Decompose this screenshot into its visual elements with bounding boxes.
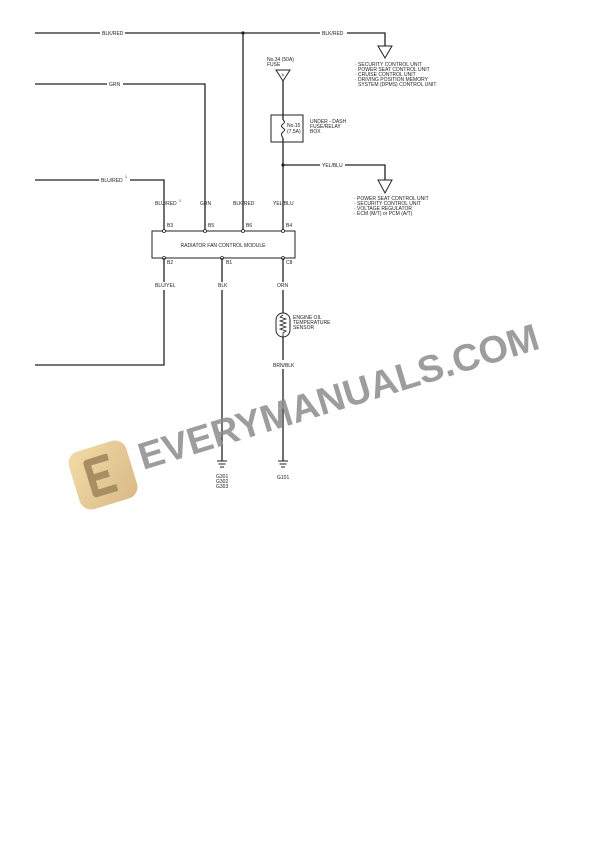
engine-oil-temperature-sensor: ENGINE OIL TEMPERATURE SENSOR BRN/BLK bbox=[273, 312, 331, 369]
svg-text:BLK/RED: BLK/RED bbox=[233, 201, 255, 207]
destination-list-2: · POWER SEAT CONTROL UNIT · SECURITY CON… bbox=[354, 196, 429, 217]
svg-text:· VOLTAGE REGULATOR: · VOLTAGE REGULATOR bbox=[354, 206, 412, 212]
svg-text:GRN: GRN bbox=[109, 82, 121, 88]
svg-text:B3: B3 bbox=[167, 223, 173, 229]
destination-list-1: · SECURITY CONTROL UNIT · POWER SEAT CON… bbox=[355, 62, 436, 88]
wire-label: BLK/RED bbox=[102, 31, 124, 37]
fuse-box bbox=[270, 114, 304, 143]
watermark-text: EVERYMANUALS.COM bbox=[133, 317, 544, 479]
svg-text:B6: B6 bbox=[246, 223, 252, 229]
wire-yel-blu-branch: YEL/BLU bbox=[281, 163, 393, 195]
connector-arrow-icon bbox=[377, 179, 393, 195]
svg-text:FUSE: FUSE bbox=[267, 62, 281, 68]
ground-icon bbox=[278, 460, 288, 468]
svg-text:BLU/YEL: BLU/YEL bbox=[155, 283, 176, 289]
svg-text:No.34 (50A): No.34 (50A) bbox=[267, 57, 294, 63]
svg-text:G301: G301 bbox=[216, 474, 228, 480]
wire-blu-yel bbox=[35, 258, 165, 366]
svg-text:BLU/RED: BLU/RED bbox=[155, 201, 177, 207]
ground-g101: G101 bbox=[277, 460, 289, 481]
svg-text:A: A bbox=[282, 72, 285, 77]
svg-text:SENSOR: SENSOR bbox=[293, 325, 315, 331]
wire-grn: GRN bbox=[35, 82, 206, 231]
svg-text:· CRUISE CONTROL UNIT: · CRUISE CONTROL UNIT bbox=[355, 72, 416, 78]
svg-text:1: 1 bbox=[179, 199, 181, 203]
svg-text:G302: G302 bbox=[216, 479, 228, 485]
svg-text:UNDER - DASH: UNDER - DASH bbox=[310, 119, 347, 125]
fuse-arrow-icon bbox=[275, 69, 291, 82]
svg-text:G101: G101 bbox=[277, 475, 289, 481]
wire-blu-red: BLU/RED 1 bbox=[35, 175, 165, 231]
watermark: EVERYMANUALS.COM bbox=[68, 317, 544, 510]
svg-text:YEL/BLU: YEL/BLU bbox=[322, 163, 343, 169]
svg-text:· ECM (M/T) or PCM (A/T): · ECM (M/T) or PCM (A/T) bbox=[354, 211, 413, 217]
svg-text:BRN/BLK: BRN/BLK bbox=[273, 363, 295, 369]
wire-label: BLK/RED bbox=[322, 31, 344, 37]
wire-blk-red-top: BLK/RED BLK/RED bbox=[35, 31, 393, 59]
svg-text:C8: C8 bbox=[286, 260, 293, 266]
module-top-labels: BLU/RED 1 GRN BLK/RED YEL/BLU B3 B5 B6 B… bbox=[155, 199, 294, 229]
svg-text:BOX: BOX bbox=[310, 129, 321, 135]
fuse-circuit: No.34 (50A) FUSE A No.15 (7.5A) UNDER - … bbox=[267, 57, 347, 231]
svg-text:GRN: GRN bbox=[200, 201, 212, 207]
ground-icon bbox=[217, 460, 227, 468]
connector-arrow-icon bbox=[377, 45, 393, 59]
svg-text:ENGINE OIL: ENGINE OIL bbox=[293, 315, 322, 321]
junction-dot bbox=[281, 163, 285, 167]
svg-text:· SECURITY CONTROL UNIT: · SECURITY CONTROL UNIT bbox=[354, 201, 421, 207]
svg-text:TEMPERATURE: TEMPERATURE bbox=[293, 320, 331, 326]
module-bottom-labels: B2 B1 C8 BLU/YEL BLK ORN bbox=[155, 260, 293, 289]
svg-text:RADIATOR FAN CONTROL MODULE: RADIATOR FAN CONTROL MODULE bbox=[181, 243, 267, 249]
radiator-fan-control-module: RADIATOR FAN CONTROL MODULE bbox=[151, 229, 296, 260]
svg-text:G303: G303 bbox=[216, 484, 228, 490]
svg-text:· SECURITY CONTROL UNIT: · SECURITY CONTROL UNIT bbox=[355, 62, 422, 68]
svg-text:1: 1 bbox=[125, 175, 127, 179]
svg-text:B1: B1 bbox=[226, 260, 232, 266]
svg-text:ORN: ORN bbox=[277, 283, 289, 289]
svg-text:B2: B2 bbox=[167, 260, 173, 266]
svg-text:B5: B5 bbox=[208, 223, 214, 229]
watermark-logo bbox=[68, 440, 138, 510]
ground-g301: G301 G302 G303 bbox=[216, 460, 228, 490]
svg-text:· POWER SEAT CONTROL UNIT: · POWER SEAT CONTROL UNIT bbox=[354, 196, 429, 202]
svg-text:BLU/RED: BLU/RED bbox=[101, 178, 123, 184]
svg-text:YEL/BLU: YEL/BLU bbox=[273, 201, 294, 207]
svg-text:BLK: BLK bbox=[218, 283, 228, 289]
svg-text:FUSE/RELAY: FUSE/RELAY bbox=[310, 124, 341, 130]
svg-text:(7.5A): (7.5A) bbox=[287, 129, 301, 135]
svg-text:· DRIVING POSITION MEMORY: · DRIVING POSITION MEMORY bbox=[355, 77, 429, 83]
fuse-icon bbox=[281, 119, 285, 139]
svg-text:· POWER SEAT CONTROL UNIT: · POWER SEAT CONTROL UNIT bbox=[355, 67, 430, 73]
svg-text:SYSTEM (DPMS) CONTROL UNIT: SYSTEM (DPMS) CONTROL UNIT bbox=[358, 82, 436, 88]
svg-text:B4: B4 bbox=[286, 223, 292, 229]
svg-text:No.15: No.15 bbox=[287, 123, 301, 129]
